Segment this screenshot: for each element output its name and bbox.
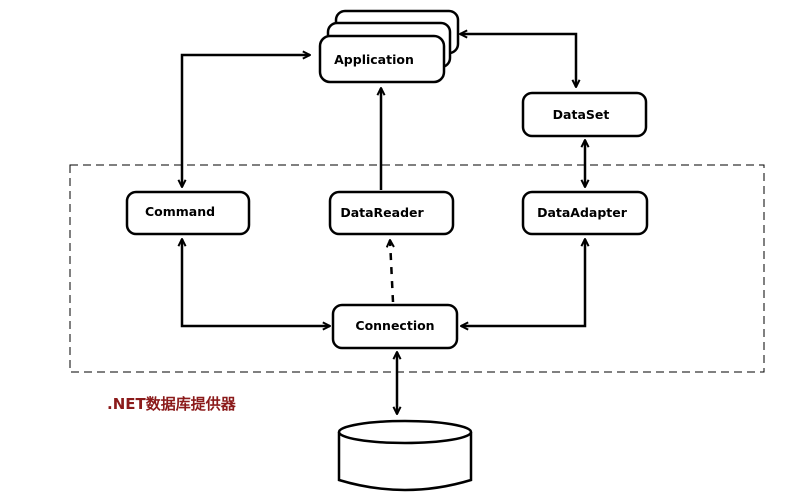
datareader-box (328, 190, 455, 236)
dataadapter-box (521, 190, 649, 236)
application-node: Application (318, 9, 460, 84)
dataset-box (521, 91, 648, 138)
arrow-application-dataset (460, 34, 576, 87)
application-label: Application (334, 52, 414, 67)
database-cylinder (337, 419, 473, 492)
arrow-application-command (182, 55, 310, 187)
connection-box (331, 303, 459, 350)
dataset-label: DataSet (553, 107, 610, 122)
dataadapter-label: DataAdapter (537, 205, 628, 220)
provider-boundary (69, 164, 765, 373)
command-label: Command (145, 204, 215, 219)
connection-label: Connection (355, 318, 434, 333)
arrow-connection-datareader-dotted (390, 240, 393, 303)
datareader-node: DataReader (328, 190, 455, 236)
command-box (125, 190, 251, 236)
dataset-node: DataSet (521, 91, 648, 138)
application-box (318, 34, 446, 84)
datareader-label: DataReader (340, 205, 424, 220)
database-top (337, 419, 473, 445)
arrow-connection-dataadapter (461, 239, 585, 326)
dataadapter-node: DataAdapter (521, 190, 649, 236)
database-body (337, 432, 473, 492)
provider-label: .NET数据库提供器 (107, 395, 237, 413)
command-node: Command (125, 190, 251, 236)
arrow-command-connection (182, 239, 330, 326)
connection-node: Connection (331, 303, 459, 350)
